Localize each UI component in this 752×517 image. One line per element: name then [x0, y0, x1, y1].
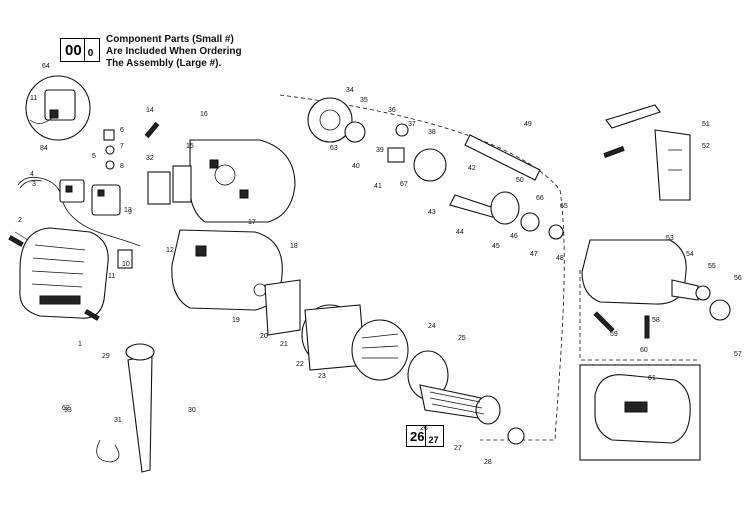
part-number-label: 45 [492, 243, 500, 250]
part-number-label: 1 [78, 341, 82, 348]
part-number-label: 39 [376, 147, 384, 154]
part-number-label: 30 [188, 407, 196, 414]
side-handle-bracket [603, 104, 691, 201]
part-number-label: 65 [560, 203, 568, 210]
part-number-label: 84 [40, 145, 48, 152]
part-number-label: 24 [428, 323, 436, 330]
part-number-label: 67 [400, 181, 408, 188]
part-number-label: 52 [702, 143, 710, 150]
assembly-dashed-outline-2 [579, 270, 700, 361]
part-number-label: 26 [420, 425, 428, 432]
screws-left [8, 121, 160, 321]
part-number-label: 55 [708, 263, 716, 270]
part-number-label: 14 [146, 107, 154, 114]
part-number-label: 13 [124, 207, 132, 214]
part-number-label: 27 [454, 445, 462, 452]
legend-key-box: 00 0 [60, 38, 100, 62]
part-number-label: 29 [102, 353, 110, 360]
part-number-label: 19 [232, 317, 240, 324]
part-number-label: 3 [32, 181, 36, 188]
inset-box-61 [579, 364, 701, 461]
part-number-label: 48 [556, 255, 564, 262]
part-number-label: 44 [456, 229, 464, 236]
inset-detail-circle [25, 75, 91, 141]
part-number-label: 28 [484, 459, 492, 466]
legend-line-3: The Assembly (Large #). [106, 58, 222, 69]
part-number-label: 42 [468, 165, 476, 172]
callout-large: 26 [410, 428, 425, 444]
part-number-label: 56 [734, 275, 742, 282]
part-number-label: 50 [516, 177, 524, 184]
part-number-label: 46 [510, 233, 518, 240]
part-number-label: 59 [610, 331, 618, 338]
part-number-label: 53 [666, 235, 674, 242]
part-number-label: 41 [374, 183, 382, 190]
part-number-label: 40 [352, 163, 360, 170]
part-number-label: 43 [428, 209, 436, 216]
armature [407, 350, 525, 445]
part-number-label: 49 [524, 121, 532, 128]
part-number-label: 58 [652, 317, 660, 324]
part-number-label: 34 [346, 87, 354, 94]
part-number-label: 12 [166, 247, 174, 254]
part-number-label: 32 [146, 155, 154, 162]
chuck-key [96, 343, 155, 473]
switch-assembly [59, 129, 133, 269]
part-number-label: 5 [92, 153, 96, 160]
part-number-label: 37 [408, 121, 416, 128]
part-number-label: 60 [640, 347, 648, 354]
part-number-label: 23 [318, 373, 326, 380]
legend-line-2: Are Included When Ordering [106, 46, 242, 57]
part-number-label: 11 [30, 95, 37, 102]
motor-housing-upper [147, 139, 296, 223]
part-number-label: 47 [530, 251, 538, 258]
part-number-label: 2 [18, 217, 22, 224]
callout-small: 27 [425, 426, 440, 446]
assembly-callout-box: 26 27 [406, 425, 444, 447]
part-number-label: 31 [114, 417, 122, 424]
part-number-label: 20 [260, 333, 268, 340]
part-number-label: 16 [200, 111, 208, 118]
part-number-label: 35 [360, 97, 368, 104]
part-number-label: 62 [62, 405, 70, 412]
part-number-label: 6 [120, 127, 124, 134]
part-number-label: 63 [330, 145, 338, 152]
part-number-label: 9 [128, 209, 132, 216]
part-number-label: 4 [30, 171, 34, 178]
part-number-label: 61 [648, 375, 656, 382]
part-number-label: 54 [686, 251, 694, 258]
part-number-label: 38 [428, 129, 436, 136]
gear-parts [307, 97, 564, 240]
part-number-label: 8 [120, 163, 124, 170]
part-number-label: 7 [120, 143, 124, 150]
part-number-label: 51 [702, 121, 710, 128]
legend-key-large: 00 [65, 41, 82, 59]
part-number-label: 57 [734, 351, 742, 358]
part-number-label: 66 [536, 195, 544, 202]
part-number-labels: 6411846785432191011121314151617181920212… [18, 63, 742, 466]
part-number-label: 15 [186, 143, 194, 150]
part-number-label: 25 [458, 335, 466, 342]
part-number-label: 22 [296, 361, 304, 368]
assembly-dashed-outline [279, 94, 565, 441]
part-number-label: 36 [388, 107, 396, 114]
gear-case [581, 239, 731, 339]
part-number-label: 11 [108, 273, 115, 280]
part-number-label: 17 [248, 219, 256, 226]
legend-line-1: Component Parts (Small #) [106, 34, 234, 45]
handle-housing [19, 227, 109, 319]
field-assembly [264, 279, 409, 381]
part-number-label: 10 [122, 261, 130, 268]
part-number-label: 18 [290, 243, 298, 250]
part-number-label: 64 [42, 63, 50, 70]
part-number-label: 21 [280, 341, 288, 348]
part-number-label: 33 [64, 407, 72, 414]
legend-text: Component Parts (Small #) Are Included W… [106, 34, 242, 70]
legend-key-small: 0 [83, 39, 97, 61]
